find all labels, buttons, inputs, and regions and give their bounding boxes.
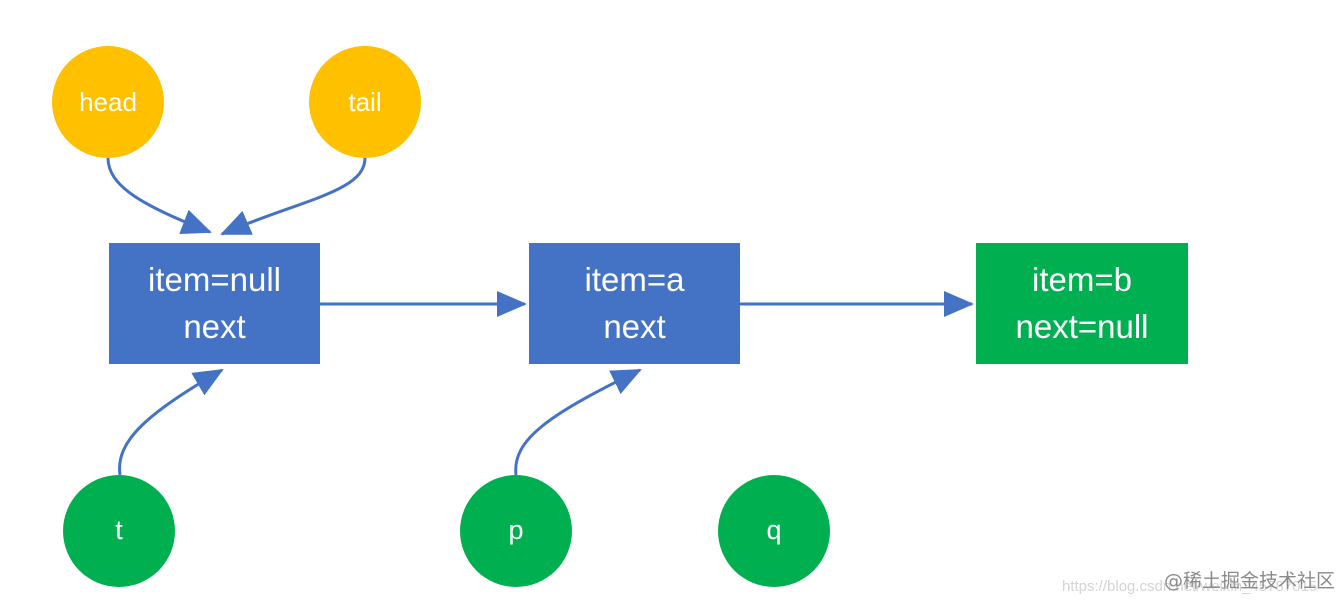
pointer-tail: tail bbox=[309, 46, 421, 158]
pointer-t-circle bbox=[63, 475, 175, 587]
watermark-brand: @稀土掘金技术社区 bbox=[1164, 570, 1336, 592]
node-box-2: item=a next bbox=[529, 243, 740, 364]
tail-to-box1-arrow bbox=[220, 157, 367, 236]
t-to-box1-arrow bbox=[118, 368, 224, 476]
pointer-p-label: p bbox=[508, 515, 523, 545]
pointer-p: p bbox=[460, 475, 572, 587]
pointer-q-label: q bbox=[766, 515, 781, 545]
node-box-1-rect bbox=[109, 243, 320, 364]
node-box-3: item=b next=null bbox=[976, 243, 1188, 364]
pointer-t: t bbox=[63, 475, 175, 587]
pointer-head-label: head bbox=[79, 87, 137, 117]
node-box-3-rect bbox=[976, 243, 1188, 364]
node-box-2-item: item=a bbox=[585, 261, 686, 298]
node-box-3-item: item=b bbox=[1032, 261, 1132, 298]
pointer-q: q bbox=[718, 475, 830, 587]
pointer-t-label: t bbox=[115, 515, 123, 545]
pointer-tail-label: tail bbox=[348, 87, 381, 117]
node-box-1-next: next bbox=[183, 308, 245, 345]
node-box-2-rect bbox=[529, 243, 740, 364]
node-box-1-item: item=null bbox=[148, 261, 281, 298]
head-to-box1-arrow bbox=[106, 157, 212, 235]
node-box-1: item=null next bbox=[109, 243, 320, 364]
node-box-3-next: next=null bbox=[1015, 308, 1148, 345]
node-box-2-next: next bbox=[603, 308, 665, 345]
watermark-url: https://blog.csdn.net/weixin_45787015 bbox=[1062, 578, 1318, 595]
pointer-tail-circle bbox=[309, 46, 421, 158]
pointer-head-circle bbox=[52, 46, 164, 158]
pointer-p-circle bbox=[460, 475, 572, 587]
pointer-head: head bbox=[52, 46, 164, 158]
p-to-box2-arrow bbox=[514, 368, 642, 476]
pointer-q-circle bbox=[718, 475, 830, 587]
